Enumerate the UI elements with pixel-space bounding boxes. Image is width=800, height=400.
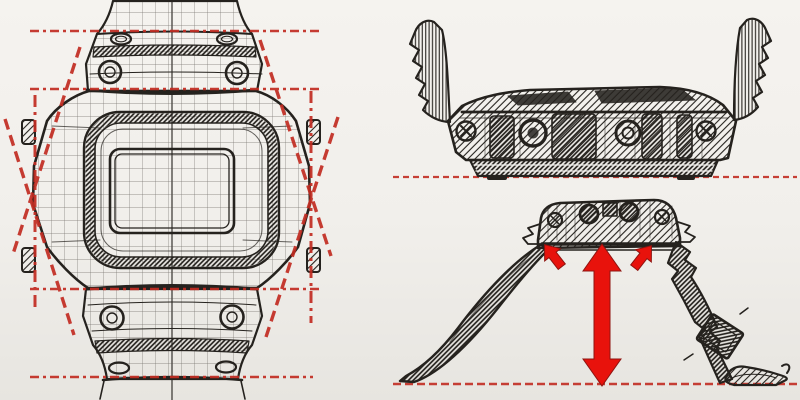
strap-hole-icon [109,363,129,374]
bezel-outer-edge [84,112,279,268]
watch-case-front [22,90,320,289]
watch-front-view-sketch [0,0,390,400]
watch-side-profile-sketch [390,0,800,180]
strap-end-loop [725,366,786,385]
strap-hole-icon [216,362,236,373]
profile-ink-drawing [410,19,771,180]
keeper-flare-ticks [684,308,748,360]
crystal-hatched-ring [90,118,273,262]
case-foot [677,175,695,180]
strap-hole-icon [111,34,131,45]
screw-icon [101,307,124,330]
case-foot [487,175,507,180]
case-rib [642,114,662,159]
center-button-block [603,203,617,216]
side-button [616,121,640,145]
watch-band-arch-sketch [390,180,800,400]
side-button [580,205,598,223]
glass-shadow-wedge [595,88,695,103]
side-pusher [307,120,320,144]
screw-icon [221,306,244,329]
strap-hatch-band [95,339,249,354]
diagonal-guide-line [13,47,80,254]
screw-icon [655,210,669,224]
side-pusher [22,248,35,272]
arch-ink-drawing [400,200,789,385]
strap-keeper [696,314,743,359]
diagonal-guide-line [266,117,338,337]
side-button [520,120,546,146]
side-button [620,203,638,221]
case-rib [552,114,596,159]
front-ink-drawing [22,0,320,400]
clearance-arrows [537,238,660,386]
screw-icon [99,61,121,83]
case-rib [490,116,514,158]
clearance-arrow-icon [583,244,621,386]
case-back-plate [470,160,718,176]
strap-hole-icon [217,34,237,45]
case-rib [677,115,692,158]
screw-icon [226,62,248,84]
strap-right-profile [734,19,771,120]
glass-shadow-wedge [508,92,576,105]
lug-step [678,222,695,242]
strap-tip-curl [782,364,789,373]
front-red-guides [5,31,338,377]
bottom-strap [83,289,262,399]
side-pusher [307,248,320,272]
diagonal-guide-line [5,119,74,335]
strap-left-profile [410,21,450,122]
lcd-display [110,149,234,233]
diagonal-guide-line [260,40,331,256]
case-arch-top [523,200,695,250]
strap-hatch-band [93,45,256,57]
lug-step [523,224,540,244]
case-outline [538,200,680,248]
strap-right-arch [668,242,732,383]
impact-arrow-icon [537,238,570,272]
screw-icon [548,213,562,227]
top-strap [86,1,262,91]
impact-arrow-icon [626,239,659,273]
side-pusher [22,120,35,144]
